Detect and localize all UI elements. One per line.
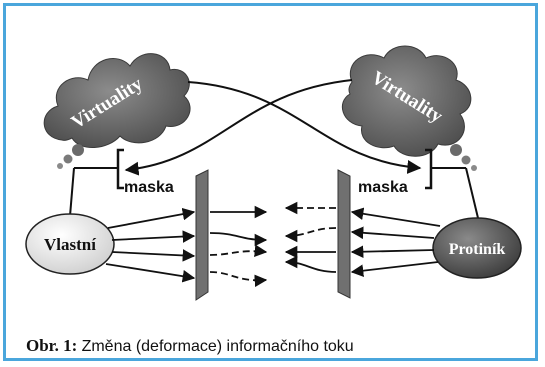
right-mask-bracket: maska <box>358 148 479 219</box>
left-mask-output-arrows <box>209 205 268 288</box>
left-mask-panel <box>195 169 209 301</box>
node-other: Protiník <box>432 217 522 279</box>
right-virtuality-cloud: Virtuality <box>341 45 477 171</box>
node-self: Vlastní <box>25 213 115 275</box>
node-self-label: Vlastní <box>44 235 96 254</box>
right-mask-output-arrows <box>284 201 337 273</box>
caption-text: Změna (deformace) informačního toku <box>81 338 354 355</box>
node-other-label: Protiník <box>449 241 506 258</box>
right-mask-panel <box>337 169 351 299</box>
figure-caption: Obr. 1: Změna (deformace) informačního t… <box>26 336 354 356</box>
curve-left-cloud-to-right-mask <box>187 81 422 174</box>
left-mask-bracket: maska <box>69 148 174 217</box>
self-to-mask-arrows <box>105 207 196 283</box>
other-to-mask-arrows <box>350 207 441 277</box>
left-virtuality-cloud: Virtuality <box>43 53 191 169</box>
caption-prefix: Obr. 1: <box>26 336 78 355</box>
mask-right-label: maska <box>358 179 408 196</box>
curve-right-cloud-to-left-mask <box>124 79 353 176</box>
mask-left-label: maska <box>124 179 174 196</box>
